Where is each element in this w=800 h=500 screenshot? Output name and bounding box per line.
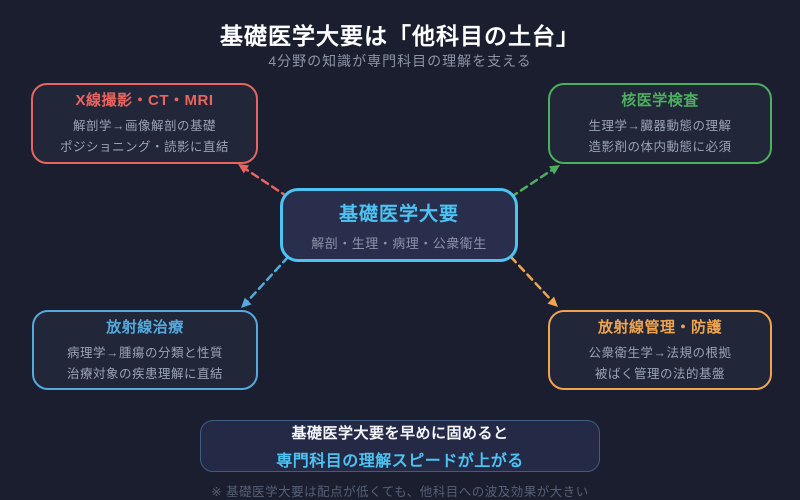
page-subtitle: 4分野の知識が専門科目の理解を支える [268,53,532,69]
arrowhead-protection-icon [547,296,558,307]
summary-box: 基礎医学大要を早めに固めると 専門科目の理解スピードが上がる [200,420,600,472]
center-node: 基礎医学大要 解剖・生理・病理・公衆衛生 [280,188,518,262]
node-xray: X線撮影・CT・MRI 解剖学→画像解剖の基礎 ポジショニング・読影に直結 [31,83,258,164]
node-nuclear-title: 核医学検査 [621,92,699,110]
node-nuclear-line1: 生理学→臓器動態の理解 [588,119,732,134]
footnote: ※ 基礎医学大要は配点が低くても、他科目への波及効果が大きい [211,485,589,499]
node-protection-title: 放射線管理・防護 [597,318,722,336]
center-node-subtitle: 解剖・生理・病理・公衆衛生 [311,235,487,251]
node-radiotherapy-title: 放射線治療 [106,318,184,336]
node-protection-line1: 公衆衛生学→法規の根拠 [588,345,732,360]
node-nuclear-line2: 造影剤の体内動態に必須 [588,140,732,154]
connector-xray-line [242,166,290,199]
node-nuclear: 核医学検査 生理学→臓器動態の理解 造影剤の体内動態に必須 [548,83,772,164]
node-protection-line2: 被ばく管理の法的基盤 [594,366,725,381]
node-radiotherapy-line2: 治療対象の疾患理解に直結 [66,366,223,381]
summary-line1: 基礎医学大要を早めに固めると [291,424,509,442]
connector-protection-line [509,255,556,305]
page-title: 基礎医学大要は「他科目の土台」 [220,23,580,49]
node-xray-line1: 解剖学→画像解剖の基礎 [72,119,216,134]
center-node-title: 基礎医学大要 [338,203,459,225]
node-radiotherapy-line1: 病理学→腫瘍の分類と性質 [66,345,223,360]
node-radiotherapy: 放射線治療 病理学→腫瘍の分類と性質 治療対象の疾患理解に直結 [32,310,258,390]
node-xray-title: X線撮影・CT・MRI [75,92,214,110]
connector-nuclear-line [509,166,557,199]
node-xray-line2: ポジショニング・読影に直結 [59,140,229,154]
connector-radiotherapy-line [243,255,290,306]
node-protection: 放射線管理・防護 公衆衛生学→法規の根拠 被ばく管理の法的基盤 [548,310,772,390]
summary-line2: 専門科目の理解スピードが上がる [276,452,524,470]
